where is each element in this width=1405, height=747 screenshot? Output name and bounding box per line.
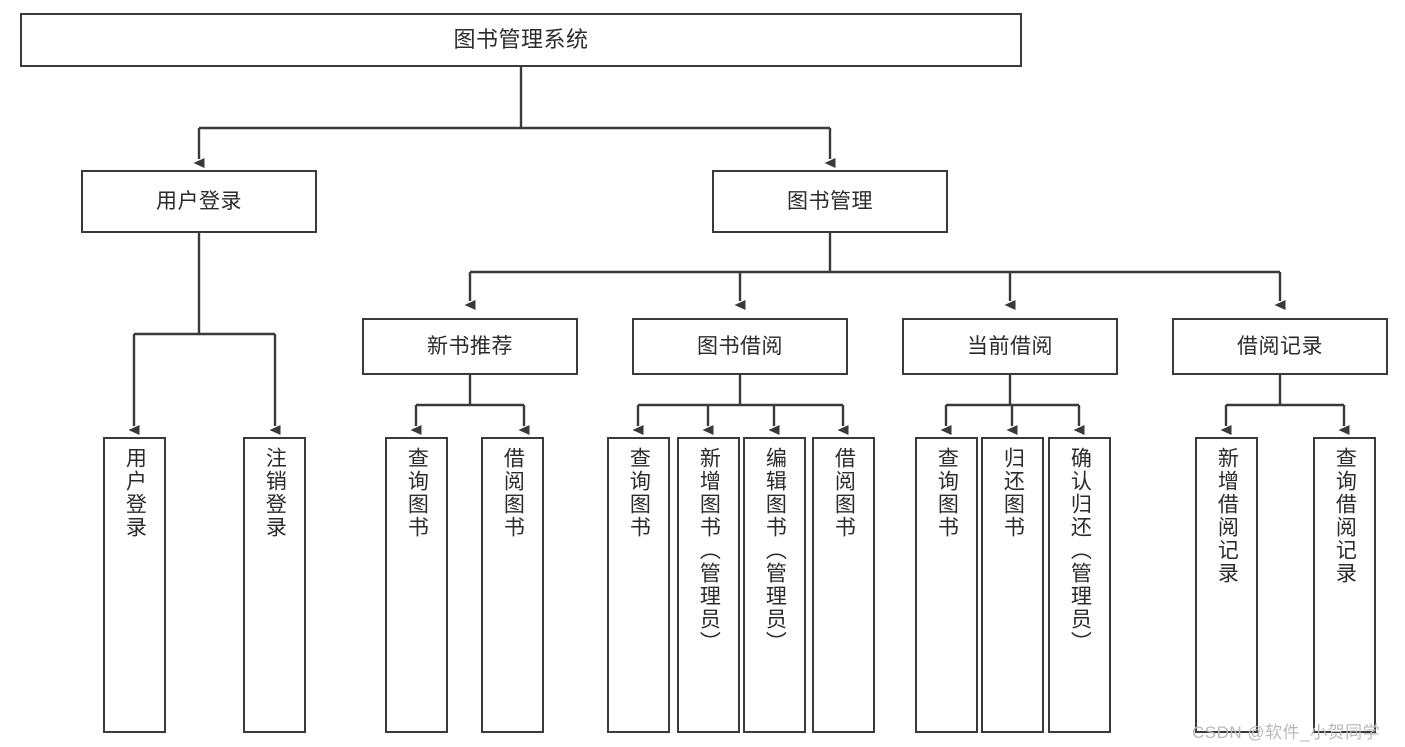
node-label: 借阅记录 <box>1237 334 1323 358</box>
node-label: 确认归还（管理员） <box>1068 447 1092 654</box>
leaf-new-book-borrow[interactable]: 借阅图书 <box>481 437 544 733</box>
node-label: 注销登录 <box>263 447 287 539</box>
csdn-watermark: CSDN @软件_小贺同学 <box>1192 723 1381 742</box>
node-label: 查询借阅记录 <box>1333 447 1357 585</box>
leaf-user-login-logout[interactable]: 注销登录 <box>243 437 306 733</box>
node-label: 借阅图书 <box>832 447 856 539</box>
node-label: 当前借阅 <box>967 334 1053 358</box>
node-book-borrow[interactable]: 图书借阅 <box>632 318 848 375</box>
node-label: 用户登录 <box>156 189 242 213</box>
leaf-new-book-query[interactable]: 查询图书 <box>385 437 448 733</box>
leaf-book-borrow-add[interactable]: 新增图书（管理员） <box>677 437 740 733</box>
node-label: 借阅图书 <box>501 447 525 539</box>
node-borrow-record[interactable]: 借阅记录 <box>1172 318 1388 375</box>
node-label: 编辑图书（管理员） <box>763 447 787 654</box>
node-label: 新增借阅记录 <box>1215 447 1239 585</box>
node-label: 图书借阅 <box>697 334 783 358</box>
node-label: 查询图书 <box>627 447 651 539</box>
node-label: 图书管理 <box>787 189 873 213</box>
leaf-book-borrow-lend[interactable]: 借阅图书 <box>812 437 875 733</box>
node-label: 查询图书 <box>405 447 429 539</box>
node-root-system[interactable]: 图书管理系统 <box>20 13 1022 67</box>
node-new-book-recommend[interactable]: 新书推荐 <box>362 318 578 375</box>
leaf-borrow-record-query[interactable]: 查询借阅记录 <box>1313 437 1376 733</box>
node-label: 用户登录 <box>123 447 147 539</box>
node-label: 图书管理系统 <box>453 26 589 52</box>
node-label: 新书推荐 <box>427 334 513 358</box>
node-label: 新增图书（管理员） <box>697 447 721 654</box>
leaf-user-login-login[interactable]: 用户登录 <box>103 437 166 733</box>
node-label: 查询图书 <box>935 447 959 539</box>
node-label: 归还图书 <box>1001 447 1025 539</box>
leaf-book-borrow-edit[interactable]: 编辑图书（管理员） <box>743 437 806 733</box>
leaf-current-borrow-return[interactable]: 归还图书 <box>981 437 1044 733</box>
leaf-current-borrow-confirm-return[interactable]: 确认归还（管理员） <box>1048 437 1111 733</box>
leaf-borrow-record-add[interactable]: 新增借阅记录 <box>1195 437 1258 733</box>
leaf-book-borrow-query[interactable]: 查询图书 <box>607 437 670 733</box>
node-current-borrow[interactable]: 当前借阅 <box>902 318 1118 375</box>
node-user-login[interactable]: 用户登录 <box>81 170 317 233</box>
leaf-current-borrow-query[interactable]: 查询图书 <box>915 437 978 733</box>
node-book-management[interactable]: 图书管理 <box>712 170 948 233</box>
